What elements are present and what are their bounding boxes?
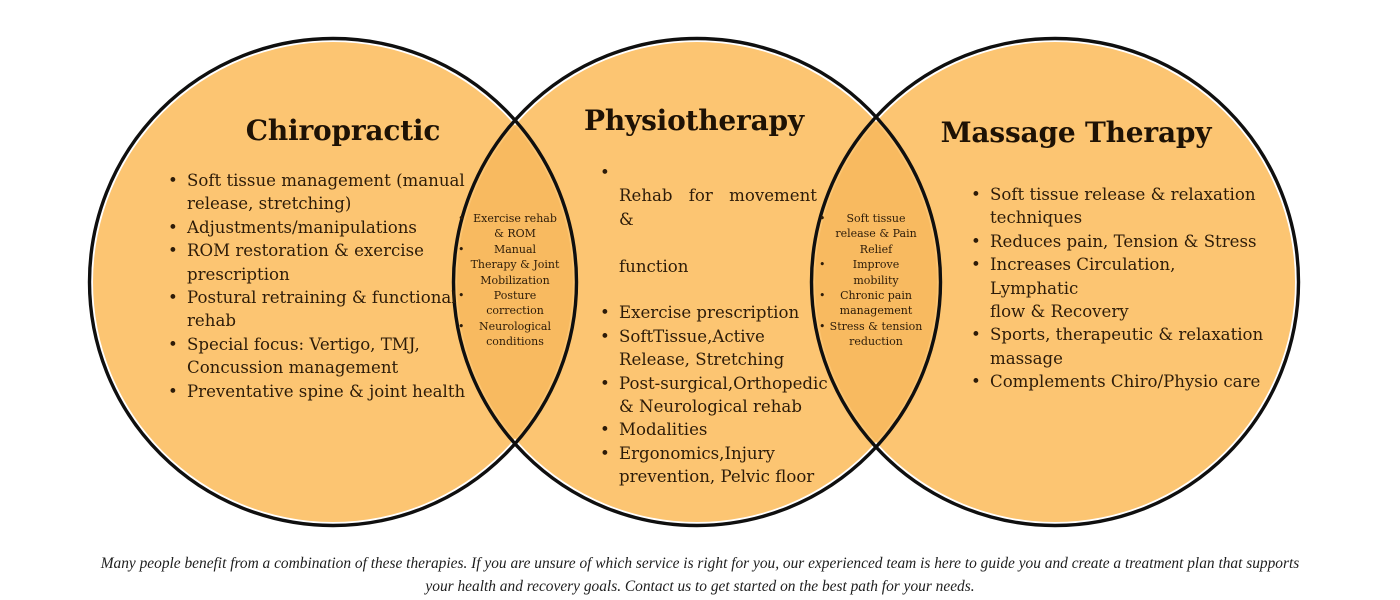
list-item: Modalities xyxy=(597,418,847,442)
list-item: Postural retraining & functional rehab xyxy=(165,286,485,333)
chiropractic-list: Soft tissue management (manual release, … xyxy=(165,169,485,403)
list-item: ROM restoration & exercise prescription xyxy=(165,239,485,286)
list-item: Adjustments/manipulations xyxy=(165,216,485,240)
list-item: Sports, therapeutic & relaxation massage xyxy=(968,323,1268,370)
list-item: Rehab for movement & function xyxy=(597,161,847,301)
justified-line: Rehab for movement & xyxy=(619,186,817,229)
chiro-physio-overlap-list: Exercise rehab & ROM Manual Therapy & Jo… xyxy=(450,211,580,350)
list-item: Soft tissue release & Pain Relief xyxy=(811,211,941,257)
list-item: Soft tissue release & relaxation techniq… xyxy=(968,183,1268,230)
massage-therapy-title: Massage Therapy xyxy=(940,116,1212,149)
list-item: SoftTissue,Active Release, Stretching xyxy=(597,325,847,372)
massage-therapy-list: Soft tissue release & relaxation techniq… xyxy=(968,183,1268,394)
list-item: Posture correction xyxy=(450,288,580,319)
physio-massage-overlap-list: Soft tissue release & Pain Relief Improv… xyxy=(811,211,941,350)
list-item: Increases Circulation, Lymphatic flow & … xyxy=(968,253,1268,323)
physiotherapy-list: Rehab for movement & function Exercise p… xyxy=(597,161,847,489)
wrap-line: function xyxy=(619,256,689,276)
list-item: Post-surgical,Orthopedic & Neurological … xyxy=(597,372,847,419)
physiotherapy-title: Physiotherapy xyxy=(583,104,804,137)
list-item: Reduces pain, Tension & Stress xyxy=(968,230,1268,254)
chiropractic-title: Chiropractic xyxy=(245,114,441,147)
list-item: Neurological conditions xyxy=(450,319,580,350)
list-item: Complements Chiro/Physio care xyxy=(968,370,1268,394)
list-item: Chronic pain management xyxy=(811,288,941,319)
list-item: Exercise prescription xyxy=(597,301,847,325)
list-item: Stress & tension reduction xyxy=(811,319,941,350)
list-item: Preventative spine & joint health xyxy=(165,380,485,404)
list-item: Special focus: Vertigo, TMJ, Concussion … xyxy=(165,333,485,380)
list-item: Manual Therapy & Joint Mobilization xyxy=(450,242,580,288)
list-item: Exercise rehab & ROM xyxy=(450,211,580,242)
list-item: Soft tissue management (manual release, … xyxy=(165,169,485,216)
footer-note: Many people benefit from a combination o… xyxy=(100,555,1300,595)
list-item: Improve mobility xyxy=(811,257,941,288)
list-item: Ergonomics,Injury prevention, Pelvic flo… xyxy=(597,442,847,489)
